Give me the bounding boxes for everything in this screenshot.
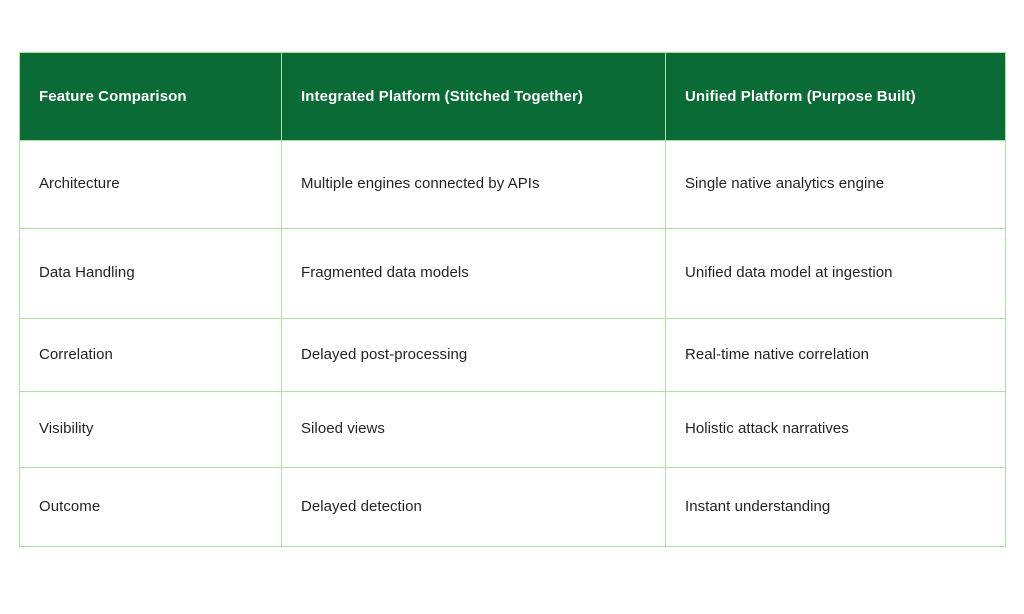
cell-feature: Architecture <box>19 140 282 229</box>
table-row: Visibility Siloed views Holistic attack … <box>19 391 1006 468</box>
feature-comparison-table: Feature Comparison Integrated Platform (… <box>19 52 1006 547</box>
column-header-unified-platform: Unified Platform (Purpose Built) <box>665 52 1006 141</box>
table-row: Outcome Delayed detection Instant unders… <box>19 467 1006 547</box>
cell-integrated: Siloed views <box>281 391 666 468</box>
table-body: Architecture Multiple engines connected … <box>19 140 1006 547</box>
cell-integrated: Delayed detection <box>281 467 666 547</box>
cell-unified: Holistic attack narratives <box>665 391 1006 468</box>
cell-unified-label: Holistic attack narratives <box>685 420 849 438</box>
column-header-feature-comparison-label: Feature Comparison <box>39 87 187 105</box>
cell-integrated: Delayed post-processing <box>281 318 666 392</box>
cell-feature-label: Data Handling <box>39 264 135 282</box>
cell-integrated-label: Multiple engines connected by APIs <box>301 175 540 193</box>
table-row: Correlation Delayed post-processing Real… <box>19 318 1006 392</box>
table-row: Architecture Multiple engines connected … <box>19 140 1006 229</box>
column-header-integrated-platform: Integrated Platform (Stitched Together) <box>281 52 666 141</box>
column-header-unified-platform-label: Unified Platform (Purpose Built) <box>685 87 916 105</box>
cell-unified: Unified data model at ingestion <box>665 228 1006 319</box>
cell-integrated-label: Delayed detection <box>301 497 422 515</box>
cell-integrated-label: Delayed post-processing <box>301 345 468 363</box>
column-header-feature-comparison: Feature Comparison <box>19 52 282 141</box>
table-row: Data Handling Fragmented data models Uni… <box>19 228 1006 319</box>
cell-feature-label: Correlation <box>39 345 113 363</box>
comparison-table-container: Feature Comparison Integrated Platform (… <box>19 52 1006 547</box>
cell-feature-label: Architecture <box>39 175 120 193</box>
cell-unified: Single native analytics engine <box>665 140 1006 229</box>
column-header-integrated-platform-label: Integrated Platform (Stitched Together) <box>301 87 583 105</box>
cell-unified: Instant understanding <box>665 467 1006 547</box>
cell-unified-label: Instant understanding <box>685 497 831 515</box>
cell-unified-label: Single native analytics engine <box>685 175 885 193</box>
cell-feature: Data Handling <box>19 228 282 319</box>
cell-feature-label: Outcome <box>39 497 101 515</box>
cell-unified-label: Real-time native correlation <box>685 345 869 363</box>
cell-feature: Outcome <box>19 467 282 547</box>
cell-unified-label: Unified data model at ingestion <box>685 264 893 282</box>
cell-feature: Visibility <box>19 391 282 468</box>
cell-feature-label: Visibility <box>39 420 94 438</box>
cell-unified: Real-time native correlation <box>665 318 1006 392</box>
cell-integrated-label: Fragmented data models <box>301 264 469 282</box>
table-header-row: Feature Comparison Integrated Platform (… <box>19 52 1006 141</box>
cell-integrated: Multiple engines connected by APIs <box>281 140 666 229</box>
cell-integrated-label: Siloed views <box>301 420 385 438</box>
cell-feature: Correlation <box>19 318 282 392</box>
table-header: Feature Comparison Integrated Platform (… <box>19 52 1006 141</box>
cell-integrated: Fragmented data models <box>281 228 666 319</box>
